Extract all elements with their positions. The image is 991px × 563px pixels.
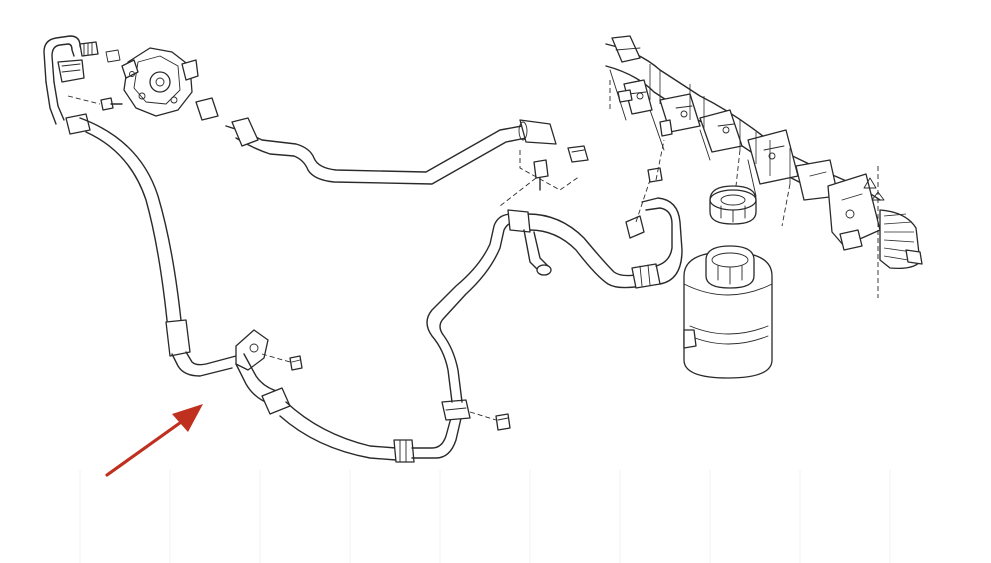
reservoir-cap xyxy=(709,185,757,225)
pump-bolt xyxy=(100,97,123,111)
steel-return-pipe xyxy=(426,209,552,403)
leader-lines xyxy=(67,95,581,207)
indicator-arrow xyxy=(105,404,203,477)
suction-hose xyxy=(195,97,557,185)
suction-hose-fitting xyxy=(533,145,589,191)
reservoir-return-hose xyxy=(527,197,683,289)
background-grid xyxy=(79,470,891,563)
pressure-pipe-upper xyxy=(43,35,99,125)
pressure-hose-lower xyxy=(235,353,463,463)
steering-rack-assembly xyxy=(605,35,923,298)
reservoir-hose-bolt xyxy=(635,167,663,223)
power-steering-pump xyxy=(105,47,199,117)
hose-bracket xyxy=(235,329,269,371)
clamp-bolt xyxy=(469,411,511,431)
pressure-hose xyxy=(65,113,237,377)
reservoir-body xyxy=(683,245,773,379)
bracket-bolt xyxy=(261,353,303,371)
pipe-clamp xyxy=(441,399,471,421)
